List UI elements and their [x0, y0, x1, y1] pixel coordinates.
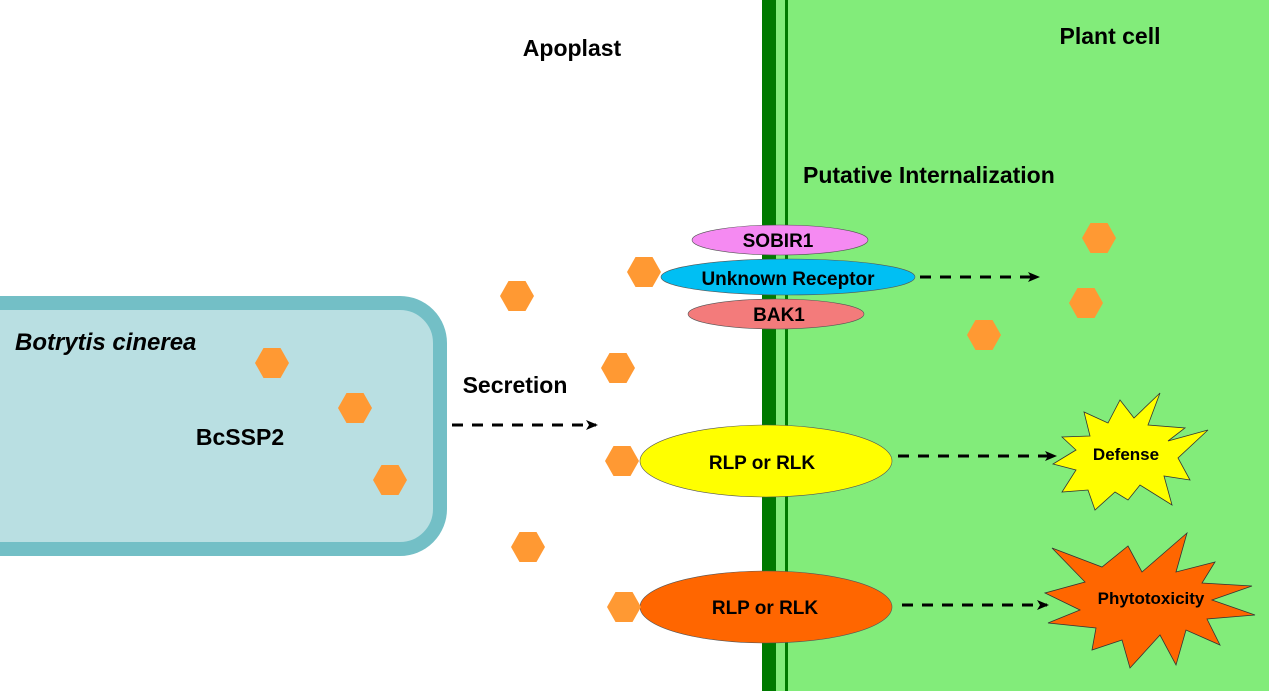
protein-hexagon-icon — [373, 465, 407, 495]
bak1-receptor — [687, 298, 865, 330]
protein-hexagon-icon — [605, 446, 639, 476]
cell-wall-gap — [776, 0, 785, 691]
protein-hexagon-icon — [601, 353, 635, 383]
protein-hexagon-icon — [338, 393, 372, 423]
protein-hexagon-icon — [500, 281, 534, 311]
protein-hexagon-icon — [607, 592, 641, 622]
protein-hexagon-icon — [511, 532, 545, 562]
defense-receptor-label: RLP or RLK — [709, 453, 816, 474]
unknown-receptor — [660, 258, 916, 296]
secretion-label: Secretion — [463, 372, 568, 398]
defense-burst — [1051, 392, 1209, 511]
bak1-label: BAK1 — [753, 305, 805, 326]
botrytis-cell — [0, 296, 447, 556]
toxicity-receptor-label: RLP or RLK — [712, 598, 819, 619]
plasma-membrane — [785, 0, 788, 691]
phytotoxicity-label: Phytotoxicity — [1098, 589, 1205, 608]
plant-cell-label: Plant cell — [1060, 23, 1161, 49]
protein-hexagon-icon — [1082, 223, 1116, 253]
protein-label: BcSSP2 — [196, 424, 284, 450]
protein-hexagon-icon — [255, 348, 289, 378]
internalization-label: Putative Internalization — [803, 162, 1055, 188]
defense-label: Defense — [1093, 445, 1159, 464]
sobir1-receptor — [691, 224, 869, 256]
apoplast-label: Apoplast — [523, 35, 622, 61]
defense-receptor — [639, 424, 893, 498]
protein-hexagon-icon — [627, 257, 661, 287]
protein-hexagon-icon — [967, 320, 1001, 350]
unknown-receptor-label: Unknown Receptor — [701, 269, 875, 290]
cell-wall-outer — [762, 0, 776, 691]
protein-molecules — [255, 223, 1116, 622]
protein-hexagon-icon — [1069, 288, 1103, 318]
phytotoxicity-burst — [1043, 531, 1256, 669]
sobir1-label: SOBIR1 — [743, 231, 814, 252]
fungus-name: Botrytis cinerea — [15, 329, 196, 356]
